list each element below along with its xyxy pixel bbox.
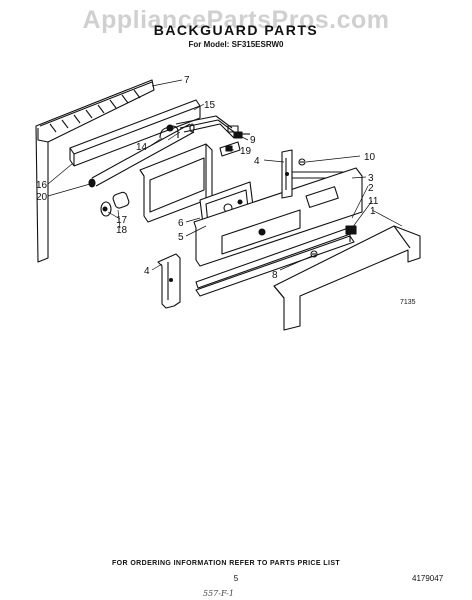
part-code: 4179047 [412, 574, 444, 583]
side-bracket-part-4-upper [281, 149, 293, 199]
callout-7: 7 [184, 75, 190, 86]
callout-6: 6 [178, 218, 184, 229]
callout-20: 20 [36, 192, 48, 203]
inner-bracket-part-6 [139, 143, 213, 223]
callout-3: 3 [368, 173, 374, 184]
callout-18: 18 [116, 225, 128, 236]
end-cap-part-1 [273, 225, 421, 331]
model-subtitle: For Model: SF315ESRW0 [188, 40, 284, 49]
ordering-note: FOR ORDERING INFORMATION REFER TO PARTS … [112, 560, 341, 567]
lamp-holder-part-14 [159, 124, 179, 139]
callout-labels: 7 15 14 9 19 4 10 3 2 11 1 6 5 4 8 16 20… [36, 75, 416, 306]
rear-panel-part-7 [35, 79, 155, 263]
page-number: 5 [233, 574, 239, 583]
callout-15: 15 [204, 100, 216, 111]
page-title: BACKGUARD PARTS [153, 22, 319, 38]
callout-9: 9 [250, 135, 256, 146]
callout-16: 16 [36, 180, 48, 191]
callout-4-lower: 4 [144, 266, 150, 277]
callout-14: 14 [136, 142, 148, 153]
callout-2: 2 [368, 183, 374, 194]
callout-11: 11 [368, 196, 379, 207]
callout-5: 5 [178, 232, 184, 243]
callout-10: 10 [364, 152, 376, 163]
watermark: AppliancePartsPros.com [82, 6, 390, 34]
lamp-socket-part-17-18 [100, 191, 130, 217]
callout-8: 8 [272, 270, 278, 281]
side-bracket-part-4-lower [157, 253, 181, 309]
callout-19: 19 [240, 146, 252, 157]
callout-4-upper: 4 [254, 156, 260, 167]
leader-lines [47, 79, 403, 271]
wiring-part-15 [175, 115, 239, 139]
handwritten-note: 557-F-1 [203, 589, 234, 598]
screw-part-8 [310, 250, 318, 258]
figure-number: 7135 [400, 299, 416, 306]
exploded-parts-diagram: 7 15 14 9 19 4 10 3 2 11 1 6 5 4 8 16 20… [35, 75, 421, 331]
screw-part-10 [298, 158, 306, 166]
callout-17: 17 [116, 215, 128, 226]
callout-1: 1 [370, 206, 376, 217]
clip-part-11 [345, 225, 357, 242]
control-panel-part-3 [193, 167, 363, 267]
light-tube-part-20 [88, 123, 195, 188]
